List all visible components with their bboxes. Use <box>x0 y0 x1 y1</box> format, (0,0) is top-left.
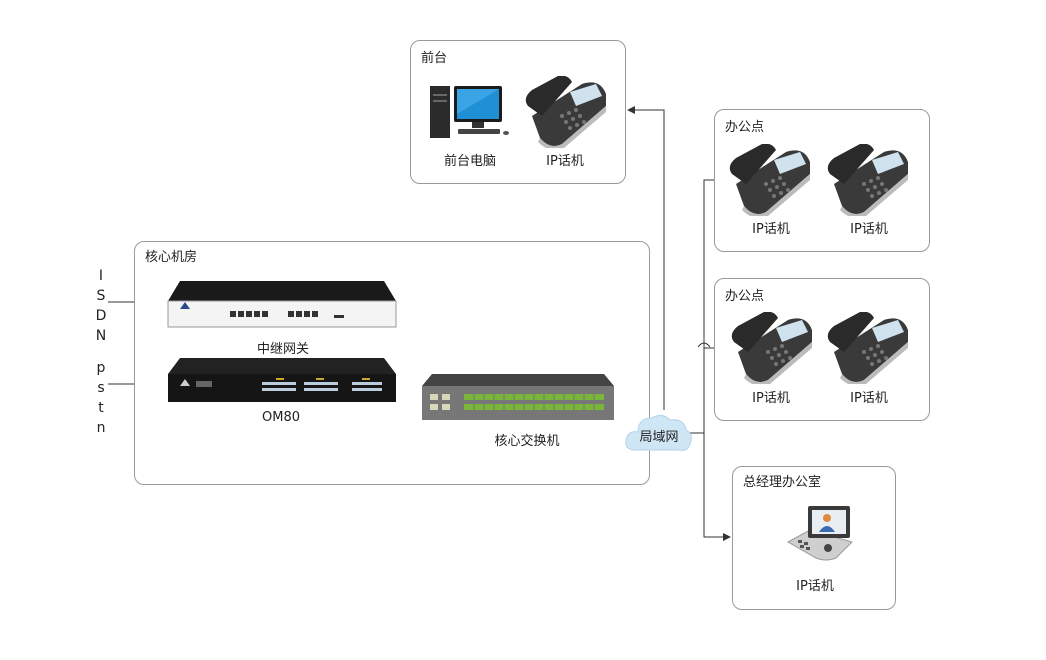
ip-phone-icon <box>729 144 810 216</box>
front-desk-computer-label: 前台电脑 <box>443 154 496 169</box>
trunk-gateway-label: 中继网关 <box>256 342 309 357</box>
lan-bus-line <box>681 179 714 437</box>
gm-office-box: 总经理办公室 <box>732 466 896 610</box>
lan-to-gm-line <box>703 433 731 541</box>
isdn-letter: N <box>95 328 107 344</box>
office-1-phone-label: IP话机 <box>752 222 790 237</box>
pstn-letter: t <box>98 400 104 416</box>
office-2-phone-label: IP话机 <box>752 391 790 406</box>
lan-cloud-icon <box>625 414 692 451</box>
trunk-gateway-device-icon <box>167 281 397 328</box>
office-1-title: 办公点 <box>725 120 765 135</box>
office-1-phone-label: IP话机 <box>850 222 888 237</box>
pstn-letter: s <box>97 380 105 396</box>
core-switch-label: 核心交换机 <box>494 434 560 449</box>
ip-phone-icon <box>525 76 606 148</box>
core-room-title: 核心机房 <box>145 250 198 265</box>
om80-device-icon <box>168 358 396 402</box>
lan-to-frontdesk-line <box>627 106 665 410</box>
om80-label: OM80 <box>262 410 300 425</box>
ip-phone-icon <box>731 312 812 384</box>
isdn-letter: D <box>95 308 107 324</box>
pstn-letter: n <box>96 420 106 436</box>
isdn-letter: I <box>98 268 104 284</box>
front-desk-phone-label: IP话机 <box>546 154 584 169</box>
office-2-title: 办公点 <box>725 289 765 304</box>
lan-label: 局域网 <box>639 430 679 445</box>
isdn-letter: S <box>96 288 106 304</box>
front-desk-title: 前台 <box>421 51 448 66</box>
core-switch-device-icon <box>422 374 614 420</box>
gm-office-phone-label: IP话机 <box>796 579 834 594</box>
gm-office-title: 总经理办公室 <box>743 475 822 490</box>
ip-phone-icon <box>827 312 908 384</box>
office-2-phone-label: IP话机 <box>850 391 888 406</box>
pstn-letter: p <box>96 360 106 376</box>
ip-phone-icon <box>827 144 908 216</box>
desktop-computer-icon <box>430 86 509 138</box>
video-phone-icon <box>786 506 853 561</box>
